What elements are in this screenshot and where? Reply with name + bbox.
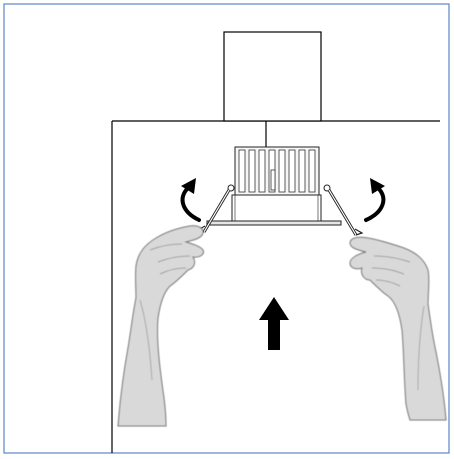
junction-box bbox=[223, 31, 322, 122]
outer-frame bbox=[3, 3, 450, 454]
curved-arrow-clockwise-icon bbox=[364, 178, 386, 222]
fixture-trim bbox=[206, 220, 342, 226]
heat-sink bbox=[234, 146, 320, 196]
fixture-housing bbox=[231, 194, 322, 222]
left-hand bbox=[117, 225, 204, 427]
arrow-up-icon bbox=[259, 297, 289, 350]
spring-clip-right bbox=[323, 184, 364, 236]
right-hand bbox=[349, 236, 447, 421]
curved-arrow-counterclockwise-icon bbox=[180, 178, 201, 222]
downlight-fixture bbox=[206, 146, 342, 226]
